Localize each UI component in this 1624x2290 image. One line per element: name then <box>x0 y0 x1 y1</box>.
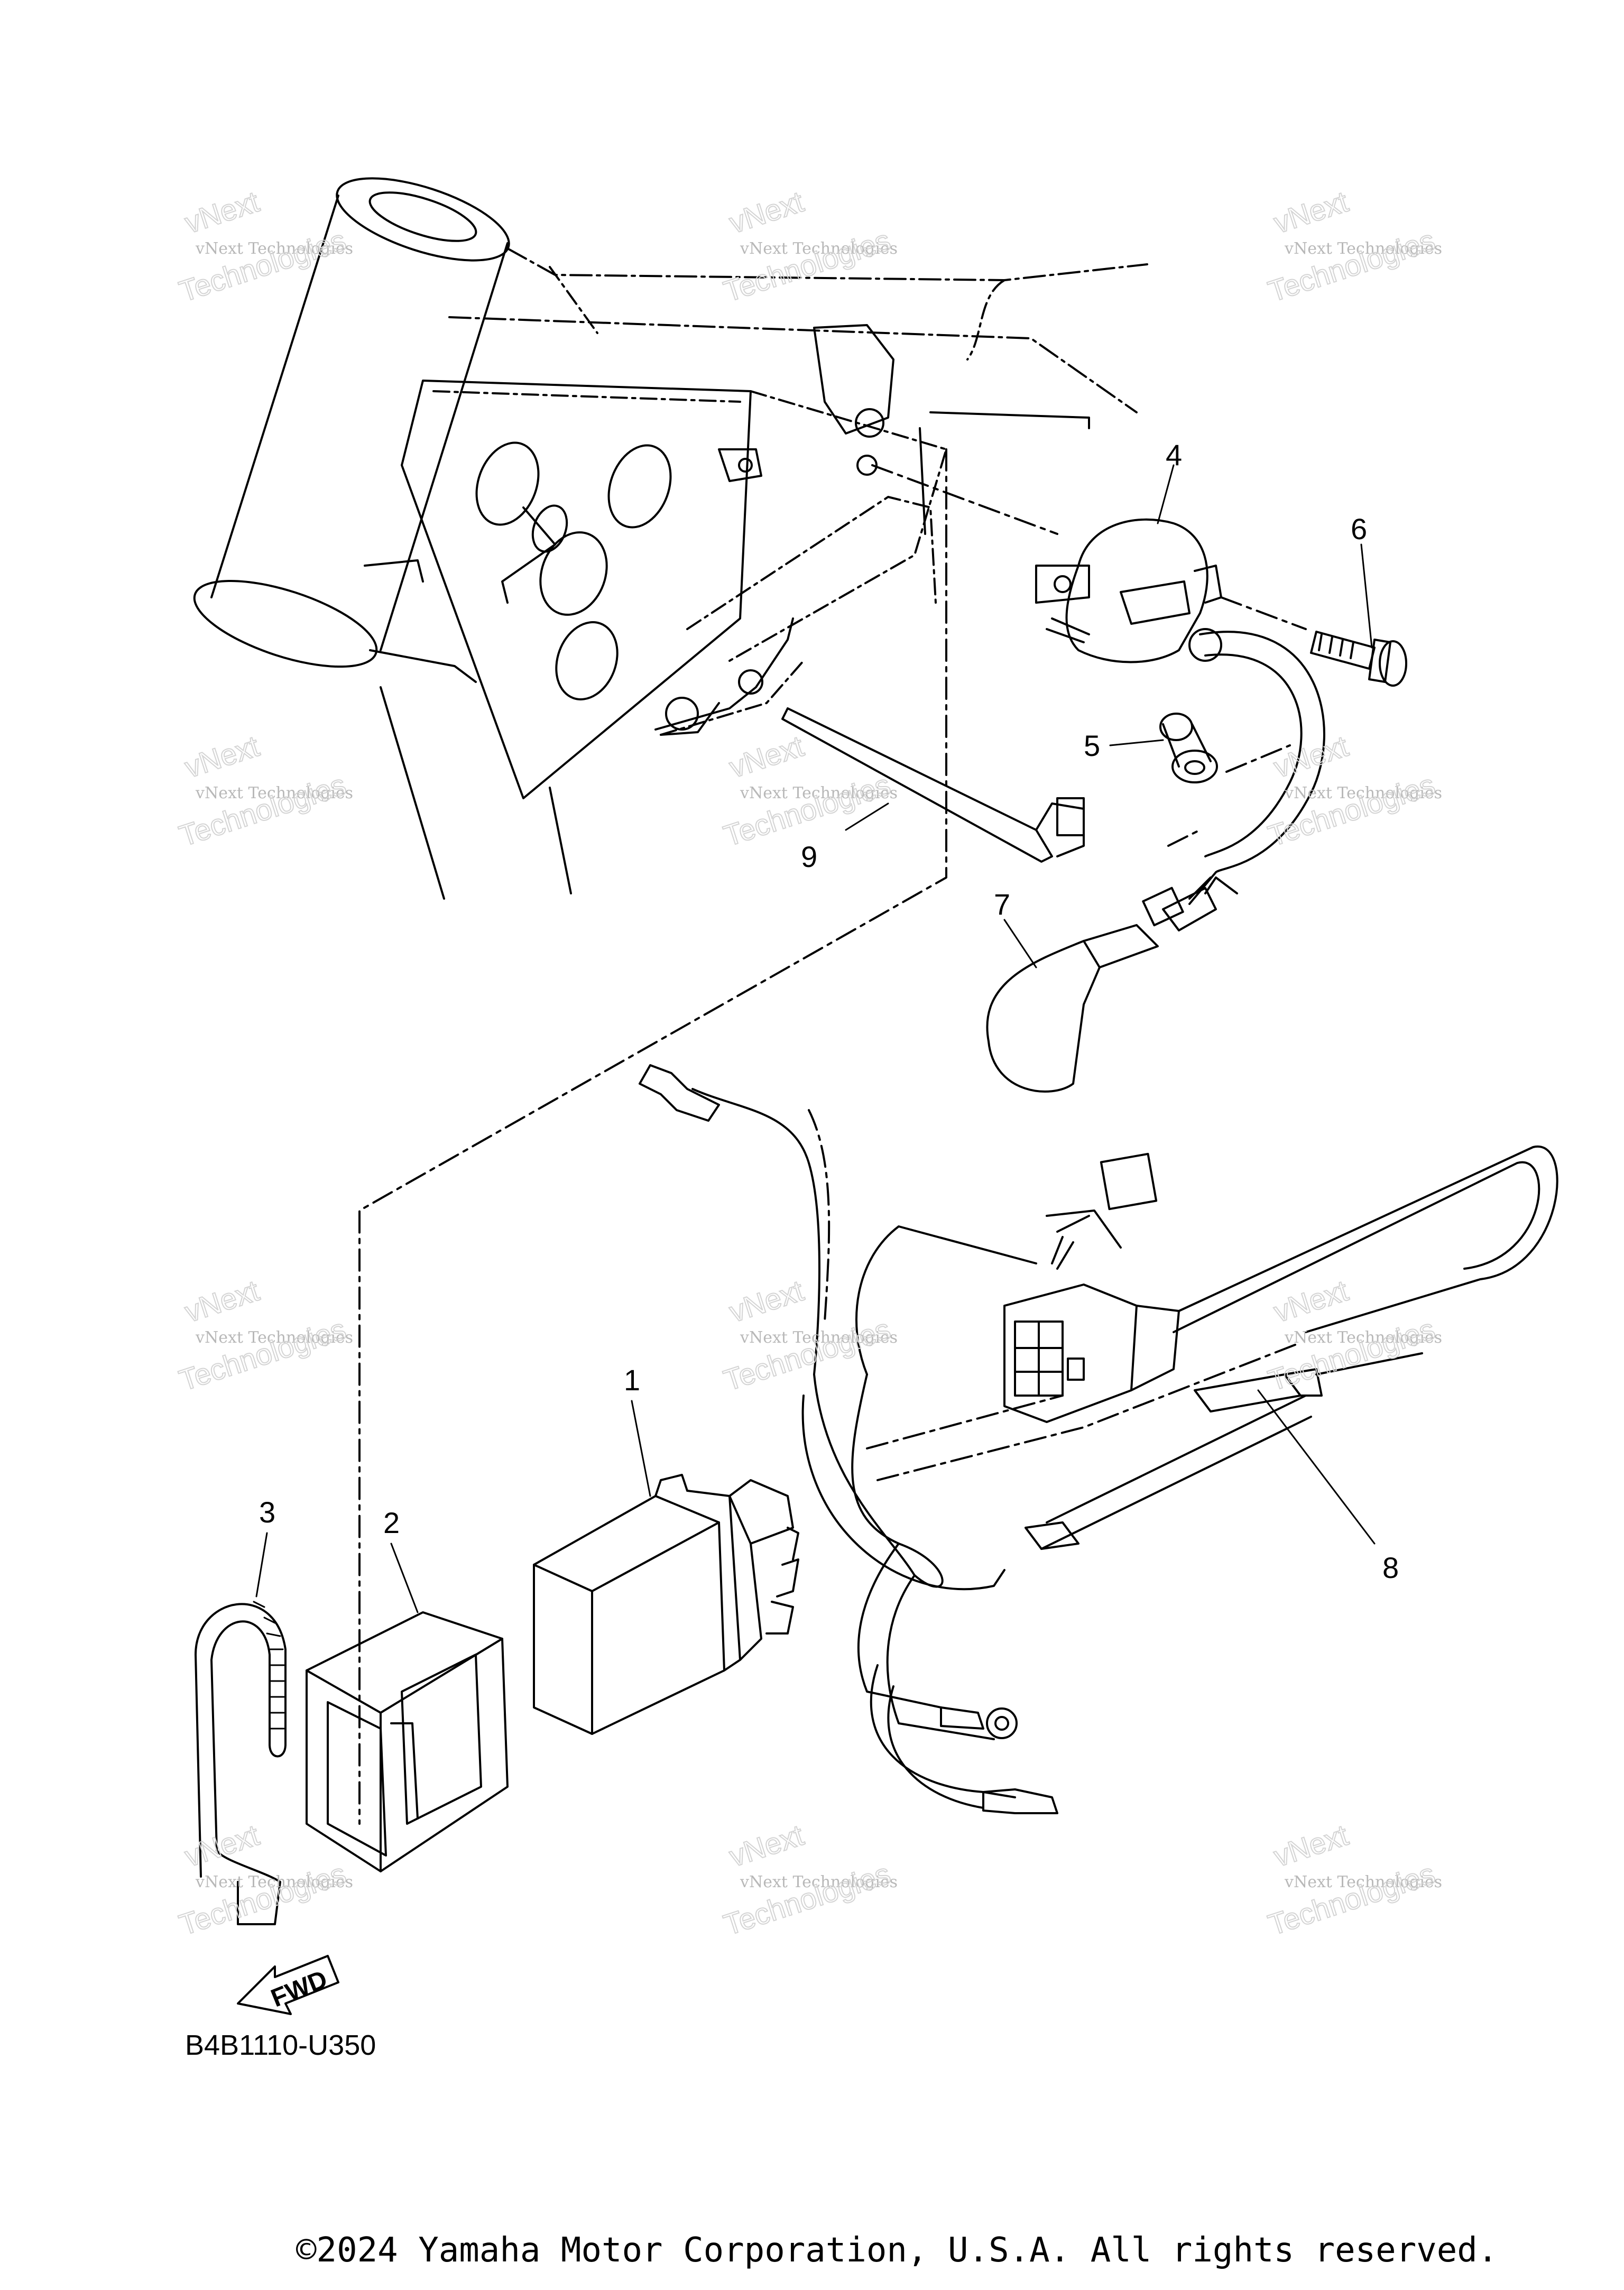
svg-text:vNext: vNext <box>1270 729 1352 784</box>
svg-text:vNext Technologies: vNext Technologies <box>1284 239 1442 258</box>
part-number-9: 9 <box>801 840 817 873</box>
svg-text:vNext: vNext <box>181 1818 263 1873</box>
watermark-tile: vNext vNext Technologies Technologies <box>1263 728 1442 853</box>
frame-outline <box>193 177 1148 900</box>
svg-text:vNext Technologies: vNext Technologies <box>195 1328 353 1347</box>
svg-text:vNext: vNext <box>1270 1818 1352 1873</box>
svg-text:vNext: vNext <box>725 1818 808 1873</box>
watermark-tile: vNext vNext Technologies Technologies <box>719 1817 898 1942</box>
watermark-tile: vNext vNext Technologies Technologies <box>719 184 898 309</box>
svg-text:vNext Technologies: vNext Technologies <box>1284 784 1442 802</box>
svg-text:vNext: vNext <box>181 1273 263 1328</box>
part-number-1: 1 <box>624 1363 640 1397</box>
watermark-tile: vNext vNext Technologies Technologies <box>719 1273 898 1398</box>
svg-text:vNext Technologies: vNext Technologies <box>740 784 898 802</box>
svg-text:vNext Technologies: vNext Technologies <box>195 1873 353 1891</box>
svg-text:vNext: vNext <box>725 184 808 239</box>
stay-bracket <box>781 707 1085 863</box>
watermark-tile: vNext vNext Technologies Technologies <box>1263 1817 1442 1942</box>
leader-lines <box>358 448 1307 1825</box>
svg-text:vNext: vNext <box>725 1273 808 1328</box>
watermark-tile: vNext vNext Technologies Technologies <box>719 728 898 853</box>
copyright-notice: ©2024 Yamaha Motor Corporation, U.S.A. A… <box>296 2231 1498 2270</box>
part-number-3: 3 <box>259 1495 275 1529</box>
watermark-tile: vNext vNext Technologies Technologies <box>1263 1273 1442 1398</box>
part-number-5: 5 <box>1084 729 1100 762</box>
watermark-tile: vNext vNext Technologies Technologies <box>174 1273 353 1398</box>
svg-text:vNext Technologies: vNext Technologies <box>195 239 353 258</box>
band <box>195 1601 287 1925</box>
rectifier-regulator <box>306 1611 509 1872</box>
svg-text:vNext: vNext <box>725 729 808 784</box>
svg-text:vNext: vNext <box>181 184 263 239</box>
watermark-grid: vNext vNext Technologies Technologies vN… <box>174 184 1442 1942</box>
diagram-code: B4B1110-U350 <box>185 2029 376 2061</box>
svg-text:vNext: vNext <box>181 729 263 784</box>
part-number-4: 4 <box>1166 438 1182 472</box>
spark-plug-cap <box>986 871 1238 1093</box>
ignition-coil <box>1035 518 1325 873</box>
grommet <box>1159 713 1218 783</box>
callout-leaders <box>255 464 1376 1613</box>
svg-text:vNext Technologies: vNext Technologies <box>740 1873 898 1891</box>
watermark-tile: vNext vNext Technologies Technologies <box>174 728 353 853</box>
svg-text:vNext Technologies: vNext Technologies <box>1284 1873 1442 1891</box>
svg-text:vNext Technologies: vNext Technologies <box>740 1328 898 1347</box>
fwd-direction-arrow <box>237 1955 339 2015</box>
watermark-tile: vNext vNext Technologies Technologies <box>174 184 353 309</box>
svg-text:vNext Technologies: vNext Technologies <box>1284 1328 1442 1347</box>
part-number-7: 7 <box>994 888 1010 921</box>
wire-harness <box>639 1064 1558 1814</box>
svg-text:vNext: vNext <box>1270 184 1352 239</box>
watermark-tile: vNext vNext Technologies Technologies <box>1263 184 1442 309</box>
part-number-6: 6 <box>1351 512 1367 546</box>
svg-text:vNext Technologies: vNext Technologies <box>740 239 898 258</box>
bolt <box>1310 631 1407 687</box>
part-number-2: 2 <box>383 1506 400 1539</box>
cdi-unit <box>533 1474 799 1735</box>
svg-text:vNext Technologies: vNext Technologies <box>195 784 353 802</box>
svg-text:vNext: vNext <box>1270 1273 1352 1328</box>
part-number-8: 8 <box>1382 1551 1399 1584</box>
